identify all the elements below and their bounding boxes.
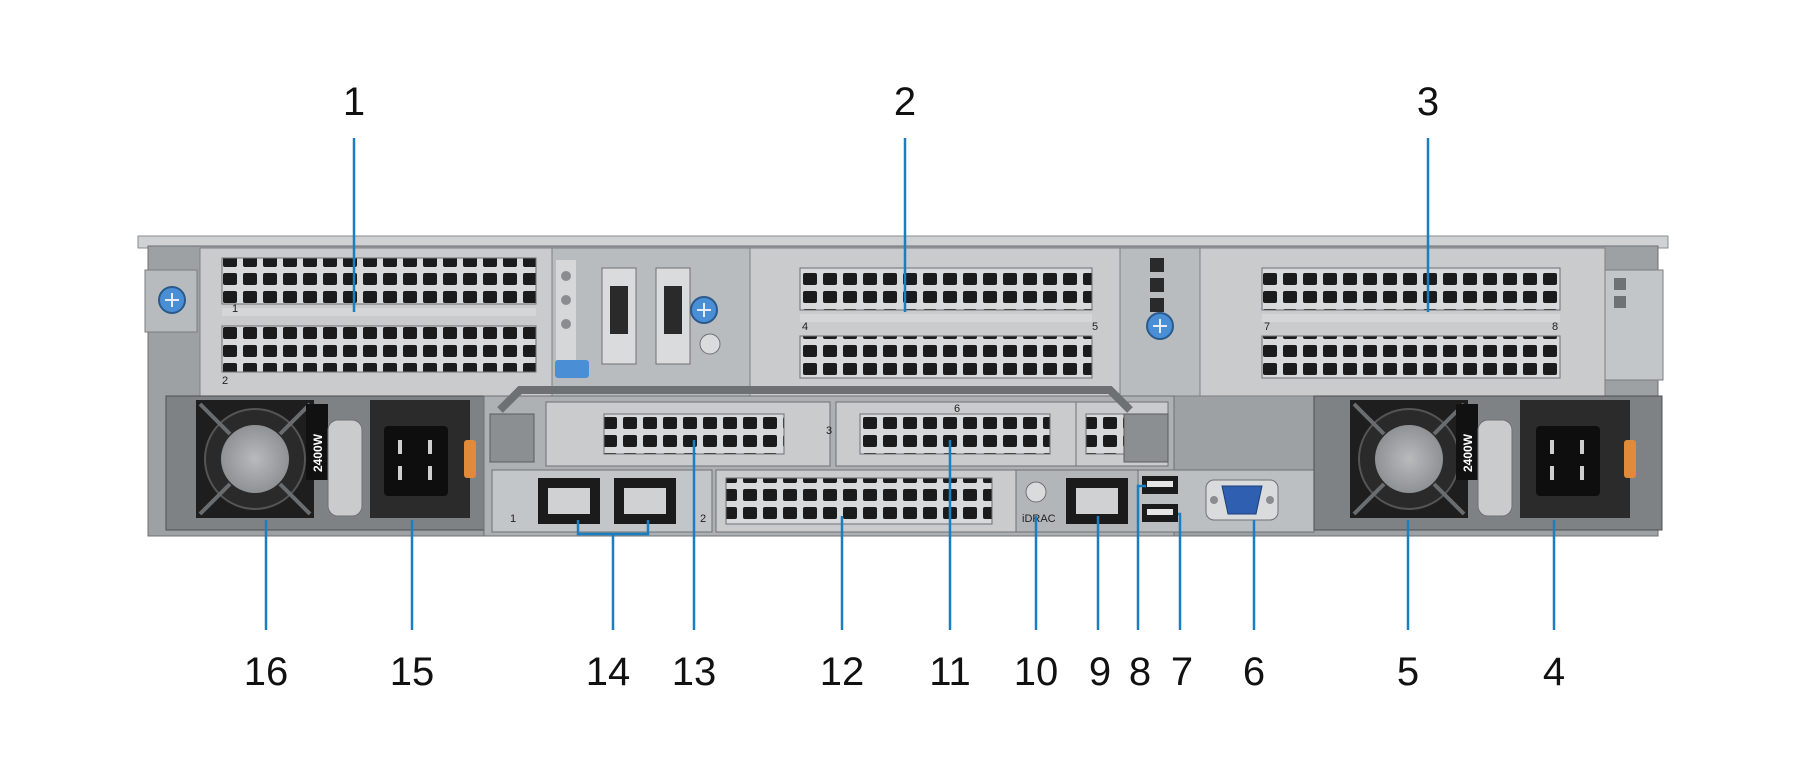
fan-hub-icon bbox=[221, 425, 289, 493]
power-inlet-icon bbox=[1536, 426, 1600, 496]
callout-numbers: 1 2 3 16 15 14 13 12 11 10 9 8 7 6 5 4 bbox=[244, 80, 1565, 694]
vga-port[interactable] bbox=[1221, 485, 1263, 515]
io-panel bbox=[1137, 469, 1315, 533]
blue-touch-point[interactable] bbox=[555, 360, 589, 378]
psu-left: 2400W bbox=[165, 395, 485, 531]
slot-6-label: 6 bbox=[954, 403, 960, 415]
callout-4: 4 bbox=[1543, 650, 1565, 694]
thumbscrew-cross-icon bbox=[697, 303, 711, 317]
callout-16: 16 bbox=[244, 650, 289, 694]
slot-2-label: 2 bbox=[222, 375, 228, 387]
psu-left-handle[interactable] bbox=[327, 419, 363, 517]
callout-3: 3 bbox=[1417, 80, 1439, 124]
psu-right: 2400W bbox=[1313, 395, 1663, 531]
lom-port-2-label: 2 bbox=[700, 513, 706, 525]
riser-3: 7 8 bbox=[1119, 247, 1606, 397]
thumbscrew-cross-icon bbox=[1153, 319, 1167, 333]
system-id-button[interactable] bbox=[1025, 481, 1047, 503]
callout-1: 1 bbox=[343, 80, 365, 124]
psu-latch[interactable] bbox=[1624, 440, 1636, 478]
callout-6: 6 bbox=[1243, 650, 1265, 694]
riser-2-bracket bbox=[551, 247, 751, 397]
riser-2: 4 5 bbox=[749, 247, 1121, 397]
callout-2: 2 bbox=[894, 80, 916, 124]
riser-1: 1 2 bbox=[158, 247, 553, 397]
center-lower: 3 6 1 2 iDRAC bbox=[483, 386, 1175, 537]
callout-5: 5 bbox=[1397, 650, 1419, 694]
callout-13: 13 bbox=[672, 650, 717, 694]
callout-8: 8 bbox=[1129, 650, 1151, 694]
callout-7: 7 bbox=[1171, 650, 1193, 694]
callout-14: 14 bbox=[586, 650, 631, 694]
slot-3-label: 3 bbox=[826, 425, 832, 437]
callout-11: 11 bbox=[929, 650, 971, 694]
lom-port-1-label: 1 bbox=[510, 513, 516, 525]
callout-lines bbox=[264, 138, 1556, 630]
psu-right-handle[interactable] bbox=[1477, 419, 1513, 517]
psu-left-rating: 2400W bbox=[311, 433, 325, 472]
slot-5-label: 5 bbox=[1092, 321, 1098, 333]
callout-12: 12 bbox=[820, 650, 865, 694]
psu-right-rating: 2400W bbox=[1461, 433, 1475, 472]
slot-8-label: 8 bbox=[1552, 321, 1558, 333]
thumbscrew-cross-icon bbox=[165, 293, 179, 307]
power-inlet-icon bbox=[384, 426, 448, 496]
slot-7-label: 7 bbox=[1264, 321, 1270, 333]
slot-1-label: 1 bbox=[232, 303, 238, 315]
fan-hub-icon bbox=[1375, 425, 1443, 493]
callout-10: 10 bbox=[1014, 650, 1059, 694]
slot-4-label: 4 bbox=[802, 321, 808, 333]
idrac-label: iDRAC bbox=[1022, 513, 1056, 525]
callout-9: 9 bbox=[1089, 650, 1111, 694]
psu-latch[interactable] bbox=[464, 440, 476, 478]
callout-15: 15 bbox=[390, 650, 435, 694]
